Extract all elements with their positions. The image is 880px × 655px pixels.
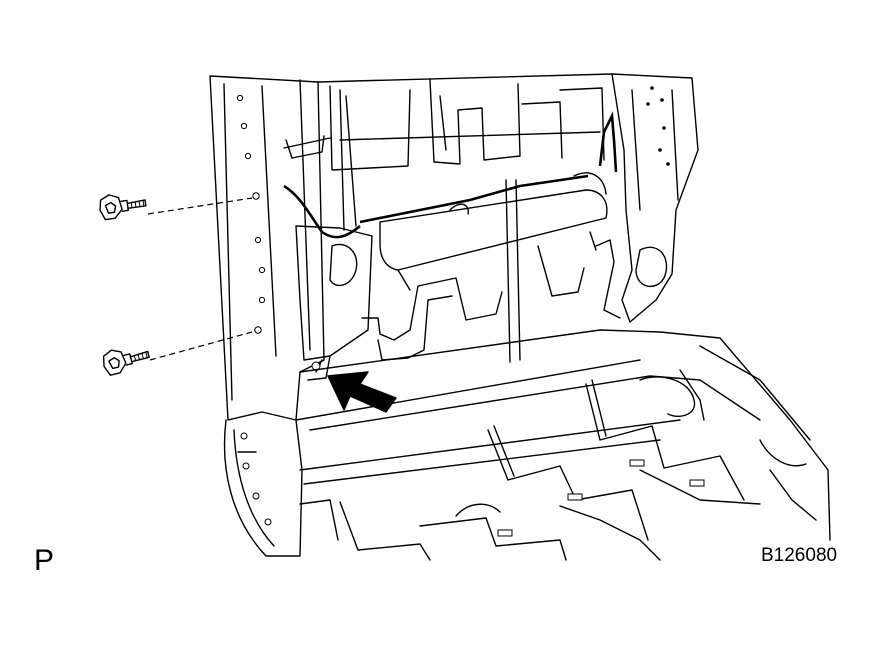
lower-wires <box>361 179 621 363</box>
view-code-label: P <box>34 544 55 577</box>
left-side-frame <box>209 75 325 421</box>
seat-cushion-frame <box>295 329 831 541</box>
right-side-frame <box>611 73 699 323</box>
bolt-icon <box>102 349 150 376</box>
wire-harness <box>283 89 618 239</box>
seatback-module <box>379 172 608 291</box>
figure-code-label: B126080 <box>761 545 838 566</box>
bolt-leader-lines <box>147 197 253 361</box>
side-airbag-bracket <box>295 225 373 381</box>
recliner-pivot <box>223 419 339 557</box>
seat-springs <box>339 379 761 561</box>
upper-cross-frame <box>283 73 613 171</box>
direction-arrow-icon <box>327 371 397 413</box>
bolt-icon <box>99 194 147 221</box>
